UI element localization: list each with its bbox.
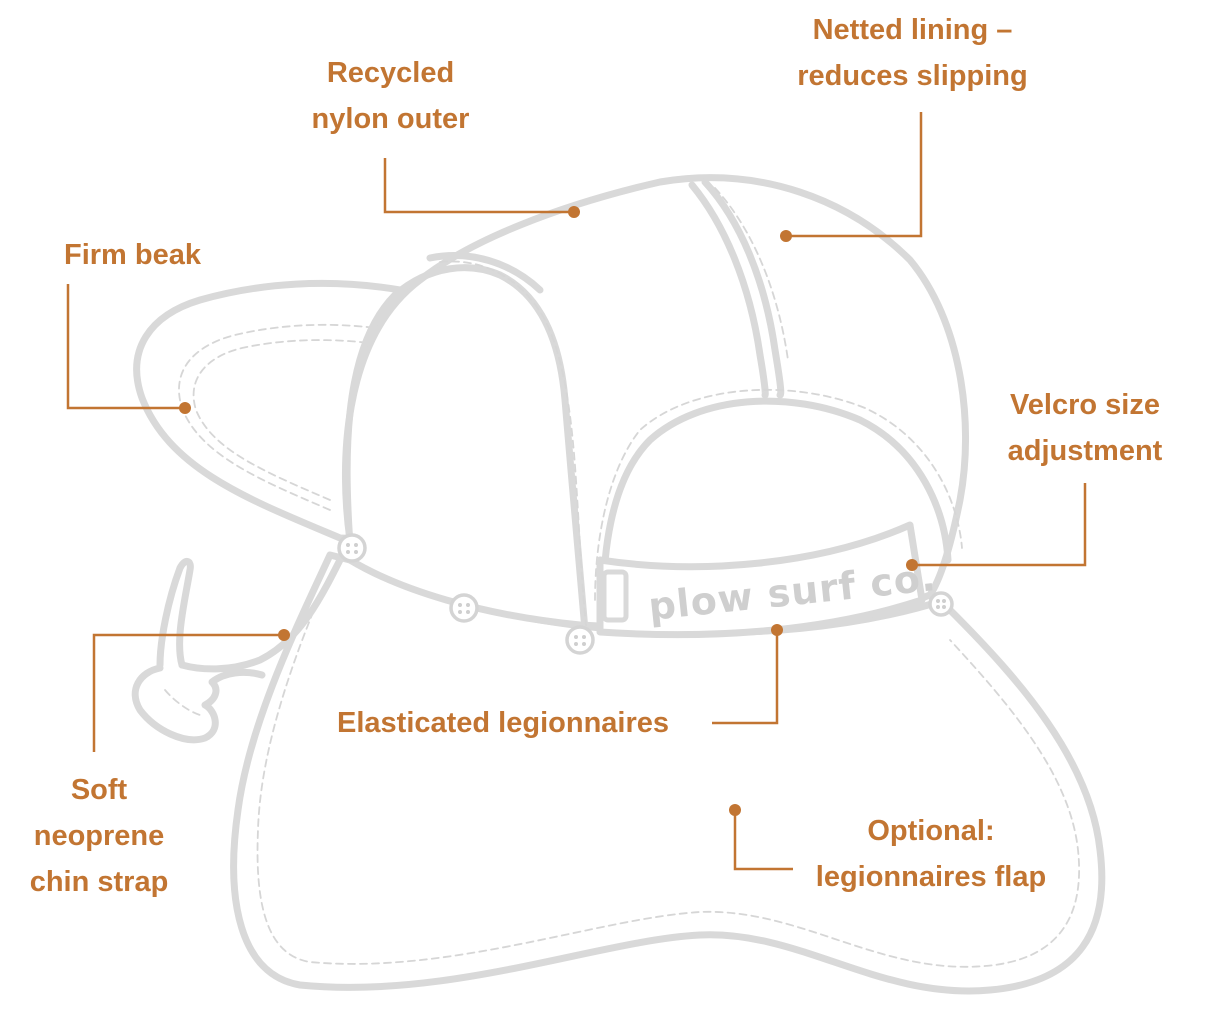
button-3 <box>565 625 595 655</box>
button-1 <box>337 533 367 563</box>
button-2 <box>449 593 479 623</box>
label-velcro: Velcro size adjustment <box>1007 389 1163 467</box>
leader-flap <box>729 804 793 871</box>
label-recycled-outer: Recycled nylon outer <box>311 57 470 135</box>
leader-netted <box>780 112 923 242</box>
label-chin-strap: Soft neoprene chin strap <box>29 774 169 898</box>
velcro-band: plow surf co. <box>596 521 938 639</box>
label-elasticated: Elasticated legionnaires <box>337 707 670 739</box>
leader-velcro <box>906 483 1087 571</box>
leader-beak <box>66 284 191 414</box>
label-flap: Optional: legionnaires flap <box>815 815 1047 893</box>
leader-chin <box>92 629 290 752</box>
button-4 <box>928 591 954 617</box>
label-netted-lining: Netted lining – reduces slipping <box>797 14 1028 92</box>
leader-elasticated <box>712 624 783 725</box>
chin-strap <box>131 546 349 744</box>
leader-recycled <box>383 158 580 218</box>
label-firm-beak: Firm beak <box>64 239 201 271</box>
hat-crown <box>341 174 970 634</box>
hat-back-opening <box>594 389 963 629</box>
